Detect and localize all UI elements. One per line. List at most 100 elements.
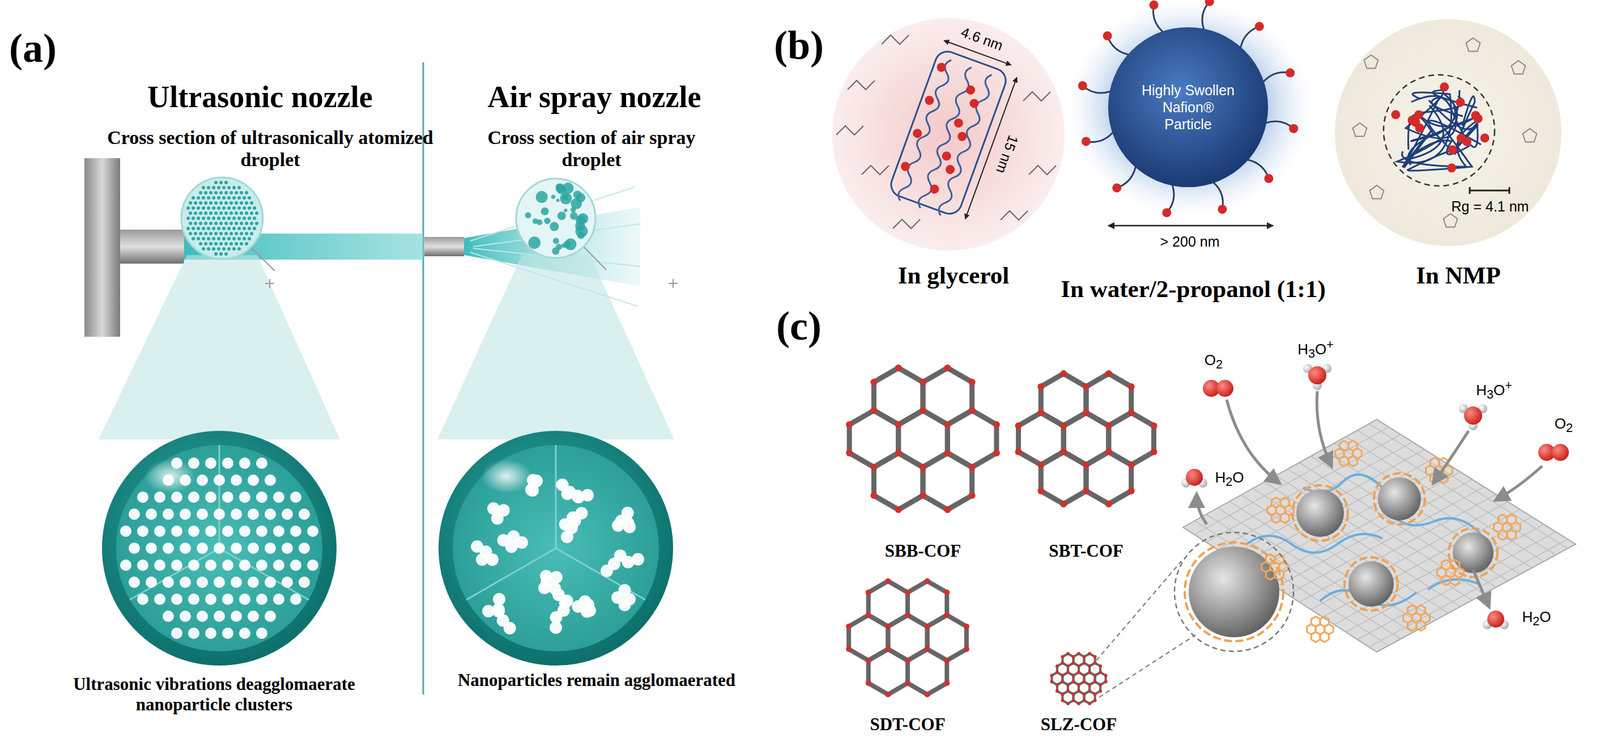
fine-droplet bbox=[214, 201, 218, 205]
fine-droplet bbox=[224, 252, 228, 256]
fine-droplet bbox=[252, 226, 257, 231]
nanoparticle bbox=[137, 559, 149, 571]
nanoparticle bbox=[188, 525, 200, 537]
glycerol-molecule bbox=[1000, 210, 1028, 220]
nmp-solution bbox=[1334, 19, 1562, 246]
nanoparticle bbox=[162, 542, 174, 554]
section-line bbox=[129, 444, 309, 600]
fine-droplet bbox=[198, 190, 203, 195]
fine-droplet bbox=[237, 185, 241, 190]
framework-ring bbox=[1324, 623, 1334, 634]
sulfonate-group bbox=[1447, 163, 1457, 173]
flow-arrow bbox=[1196, 494, 1207, 525]
nanoparticle bbox=[205, 491, 217, 503]
cof-shell bbox=[1373, 473, 1425, 525]
fine-droplet bbox=[229, 201, 233, 205]
oxygen-atom bbox=[1071, 661, 1075, 665]
sulfonate-group bbox=[952, 117, 965, 130]
framework-ring bbox=[1454, 567, 1465, 578]
nanoparticle bbox=[213, 474, 225, 486]
fine-droplet bbox=[244, 201, 249, 205]
fine-droplet bbox=[206, 196, 211, 200]
molecule-label: O2 bbox=[1204, 351, 1223, 372]
glycerol-molecule bbox=[861, 165, 889, 175]
nanoparticle bbox=[213, 542, 225, 554]
nanoparticle bbox=[205, 627, 217, 639]
fine-droplet bbox=[206, 226, 211, 231]
oxygen-atom bbox=[870, 491, 878, 499]
nanoparticle bbox=[264, 610, 276, 622]
fine-droplet bbox=[219, 241, 223, 246]
fine-droplet bbox=[242, 206, 246, 210]
agglomerate-particle bbox=[539, 569, 553, 582]
cof-name: SBT-COF bbox=[1048, 540, 1124, 561]
fine-droplet bbox=[222, 206, 226, 210]
oxygen-atom bbox=[1077, 664, 1081, 668]
nanoparticle bbox=[213, 576, 225, 588]
oxygen-atom bbox=[1077, 688, 1081, 693]
catalyst-layer bbox=[1184, 423, 1568, 648]
oxygen-atom bbox=[963, 645, 970, 652]
fine-droplet bbox=[201, 236, 206, 241]
fine-droplet bbox=[209, 231, 213, 236]
coarse-droplet bbox=[528, 236, 541, 249]
oxygen-atom bbox=[1093, 661, 1097, 665]
nanoparticle bbox=[239, 627, 251, 639]
fine-droplet bbox=[214, 252, 218, 256]
oxygen-atom bbox=[968, 491, 976, 499]
glycerol-molecule bbox=[847, 80, 875, 90]
fine-droplet bbox=[239, 241, 244, 246]
oxygen-atom bbox=[870, 378, 878, 386]
oxygen-atom bbox=[870, 406, 878, 414]
fine-droplet bbox=[186, 206, 190, 210]
nanoparticle bbox=[171, 593, 183, 605]
fine-droplet bbox=[186, 226, 190, 231]
oxygen-atom bbox=[1104, 673, 1108, 678]
agglomerate-particle bbox=[575, 506, 588, 519]
oxygen-atom bbox=[1066, 688, 1070, 693]
framework-ring bbox=[1284, 504, 1295, 516]
fine-droplet bbox=[196, 226, 200, 231]
nanoparticle bbox=[196, 542, 208, 554]
fine-droplet bbox=[222, 185, 226, 190]
oxygen-atom bbox=[1105, 422, 1113, 429]
framework-ring bbox=[1352, 448, 1363, 459]
nanoparticle bbox=[222, 525, 234, 537]
fine-droplet bbox=[229, 231, 233, 236]
oxygen-atom bbox=[1093, 698, 1097, 702]
dispersed-particles bbox=[120, 457, 319, 639]
fine-droplet bbox=[244, 241, 249, 246]
oxygen-atom bbox=[1049, 673, 1054, 678]
oxygen-atom bbox=[1077, 682, 1081, 687]
fine-droplet bbox=[188, 211, 193, 215]
fine-droplet bbox=[242, 216, 246, 220]
magnifier-line bbox=[252, 248, 275, 271]
oxygen-atom bbox=[1464, 406, 1483, 425]
glycerol-solution bbox=[832, 18, 1065, 251]
nanoparticle bbox=[256, 627, 268, 639]
fine-droplet bbox=[203, 190, 208, 195]
coarse-droplet bbox=[575, 215, 586, 225]
glycerol-art bbox=[836, 35, 1057, 229]
nanoparticle bbox=[247, 576, 259, 588]
oxygen-atom bbox=[1071, 692, 1075, 696]
sulfonate-group bbox=[1448, 145, 1458, 155]
rod-outline bbox=[887, 48, 1010, 217]
nmp-molecule bbox=[1369, 185, 1385, 199]
fine-droplet bbox=[252, 206, 257, 210]
coarse-droplet bbox=[541, 207, 550, 216]
oxygen-atom bbox=[1105, 448, 1113, 455]
oxygen-atom bbox=[904, 589, 911, 595]
fine-droplet bbox=[198, 211, 203, 215]
zoom-cone bbox=[98, 254, 340, 440]
nanoparticle bbox=[188, 559, 200, 571]
oxygen-atom bbox=[1060, 698, 1065, 702]
sulfonate-group bbox=[1081, 136, 1091, 146]
nanoparticle bbox=[264, 576, 276, 588]
sulfonate-group bbox=[1078, 81, 1088, 91]
nanoparticle bbox=[247, 542, 259, 554]
pt-carbon-particle bbox=[1296, 488, 1344, 537]
fine-droplet bbox=[224, 211, 228, 215]
fine-droplet bbox=[237, 226, 241, 231]
